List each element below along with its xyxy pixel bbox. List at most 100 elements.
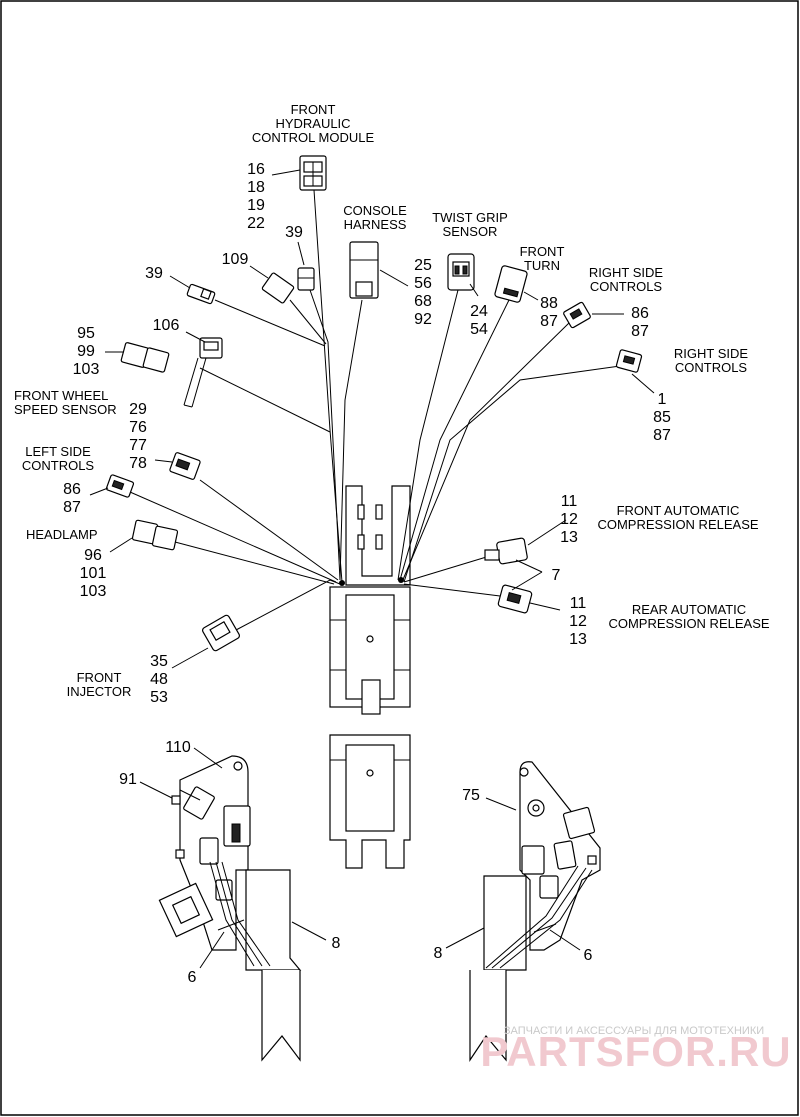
- watermark-brand: PARTSFOR.RU: [480, 1028, 791, 1075]
- connector-front-turn: [494, 265, 528, 303]
- label-headlamp: HEADLAMP: [26, 527, 98, 542]
- label-inj-1: FRONT: [77, 670, 122, 685]
- callout-6-right: 6: [584, 947, 593, 964]
- callout-106: 106: [153, 317, 180, 334]
- label-fws-1: FRONT WHEEL: [14, 388, 108, 403]
- harness-junction-left: [339, 580, 345, 586]
- callout-110: 110: [165, 739, 191, 756]
- callout-rsc2-0: 1: [658, 391, 667, 408]
- connector-front-injector: [202, 614, 240, 652]
- callout-turn-0: 88: [540, 295, 558, 312]
- connector-39-upper: [297, 267, 315, 291]
- frame-backbone: [329, 485, 411, 869]
- connector-fws: [169, 452, 201, 480]
- label-inj-2: INJECTOR: [67, 684, 132, 699]
- callout-fac-0: 11: [561, 493, 578, 510]
- connector-rear-acr: [497, 584, 533, 614]
- label-front-hcm-2: HYDRAULIC: [275, 116, 350, 131]
- callout-fac-2: 13: [560, 529, 578, 546]
- callout-headlamp-1: 101: [80, 565, 107, 582]
- callout-91: 91: [119, 771, 137, 788]
- label-twist-1: TWIST GRIP: [432, 210, 508, 225]
- callout-95-1: 99: [77, 343, 95, 360]
- callout-39-upper: 39: [285, 224, 303, 241]
- callout-console-0: 25: [414, 257, 432, 274]
- label-front-hcm-1: FRONT: [291, 102, 336, 117]
- label-front-hcm-3: CONTROL MODULE: [252, 130, 375, 145]
- callout-hcm-3: 22: [247, 215, 265, 232]
- connector-front-hcm: [299, 155, 327, 191]
- callout-rac-1: 12: [569, 613, 587, 630]
- label-rsc2-2: CONTROLS: [675, 360, 748, 375]
- label-turn-1: FRONT: [520, 244, 565, 259]
- callout-39-left: 39: [145, 265, 163, 282]
- label-lsc-2: CONTROLS: [22, 458, 95, 473]
- callout-rsc1-1: 87: [631, 323, 649, 340]
- label-lsc-1: LEFT SIDE: [25, 444, 91, 459]
- callout-console-2: 68: [414, 293, 432, 310]
- callout-7: 7: [552, 567, 561, 584]
- callout-hcm-2: 19: [247, 197, 265, 214]
- connector-right-side-1: [563, 301, 591, 329]
- callout-8-left: 8: [332, 935, 341, 952]
- label-console-2: HARNESS: [344, 217, 407, 232]
- callout-numbers: 16 18 19 22 39 109 39 106 95 99 103 25 5…: [63, 161, 671, 986]
- label-fac-1: FRONT AUTOMATIC: [617, 503, 740, 518]
- connector-106: [183, 337, 223, 408]
- connector-console: [349, 241, 379, 299]
- connector-left-side: [105, 474, 135, 498]
- watermark: ЗАПЧАСТИ И АКСЕССУАРЫ ДЛЯ МОТОТЕХНИКИ PA…: [480, 1025, 791, 1075]
- connector-front-acr: [484, 537, 528, 565]
- right-bracket-assembly: [469, 761, 601, 1062]
- callout-inj-0: 35: [150, 653, 168, 670]
- callout-rsc2-1: 85: [653, 409, 671, 426]
- callout-hcm-1: 18: [247, 179, 265, 196]
- label-console-1: CONSOLE: [343, 203, 407, 218]
- harness-junction-right: [398, 577, 404, 583]
- connector-95: [120, 342, 170, 373]
- label-turn-2: TURN: [524, 258, 560, 273]
- callout-inj-1: 48: [150, 671, 168, 688]
- callout-rsc1-0: 86: [631, 305, 649, 322]
- callout-headlamp-0: 96: [84, 547, 102, 564]
- callout-console-1: 56: [414, 275, 432, 292]
- callout-rsc2-2: 87: [653, 427, 671, 444]
- callout-95-2: 103: [73, 361, 100, 378]
- callout-twist-0: 24: [470, 303, 488, 320]
- label-twist-2: SENSOR: [443, 224, 498, 239]
- leader-lines: [89, 169, 655, 969]
- callout-109: 109: [222, 251, 249, 268]
- callout-fws-1: 76: [129, 419, 147, 436]
- callout-twist-1: 54: [470, 321, 488, 338]
- connector-twist-grip: [447, 253, 475, 291]
- callout-headlamp-2: 103: [80, 583, 107, 600]
- connector-109: [261, 272, 295, 304]
- callout-rac-0: 11: [570, 595, 587, 612]
- callout-console-3: 92: [414, 311, 432, 328]
- label-rsc1-1: RIGHT SIDE: [589, 265, 663, 280]
- callout-lsc-0: 86: [63, 481, 81, 498]
- callout-8-right: 8: [434, 945, 443, 962]
- callout-95-0: 95: [77, 325, 95, 342]
- connector-headlamp: [131, 519, 179, 551]
- callout-hcm-0: 16: [247, 161, 265, 178]
- callout-inj-2: 53: [150, 689, 168, 706]
- component-labels: FRONT HYDRAULIC CONTROL MODULE CONSOLE H…: [14, 102, 770, 699]
- callout-fws-2: 77: [129, 437, 147, 454]
- harness-wires: [129, 189, 621, 631]
- callout-turn-1: 87: [540, 313, 558, 330]
- label-fws-2: SPEED SENSOR: [14, 402, 117, 417]
- callout-6-left: 6: [188, 969, 197, 986]
- callout-fac-1: 12: [560, 511, 578, 528]
- callout-lsc-1: 87: [63, 499, 81, 516]
- watermark-tagline: ЗАПЧАСТИ И АКСЕССУАРЫ ДЛЯ МОТОТЕХНИКИ: [504, 1025, 764, 1037]
- label-rsc2-1: RIGHT SIDE: [674, 346, 748, 361]
- label-rsc1-2: CONTROLS: [590, 279, 663, 294]
- label-fac-2: COMPRESSION RELEASE: [597, 517, 758, 532]
- left-bracket-assembly: [158, 755, 302, 1062]
- callout-fws-3: 78: [129, 455, 147, 472]
- callout-75: 75: [462, 787, 480, 804]
- callout-rac-2: 13: [569, 631, 587, 648]
